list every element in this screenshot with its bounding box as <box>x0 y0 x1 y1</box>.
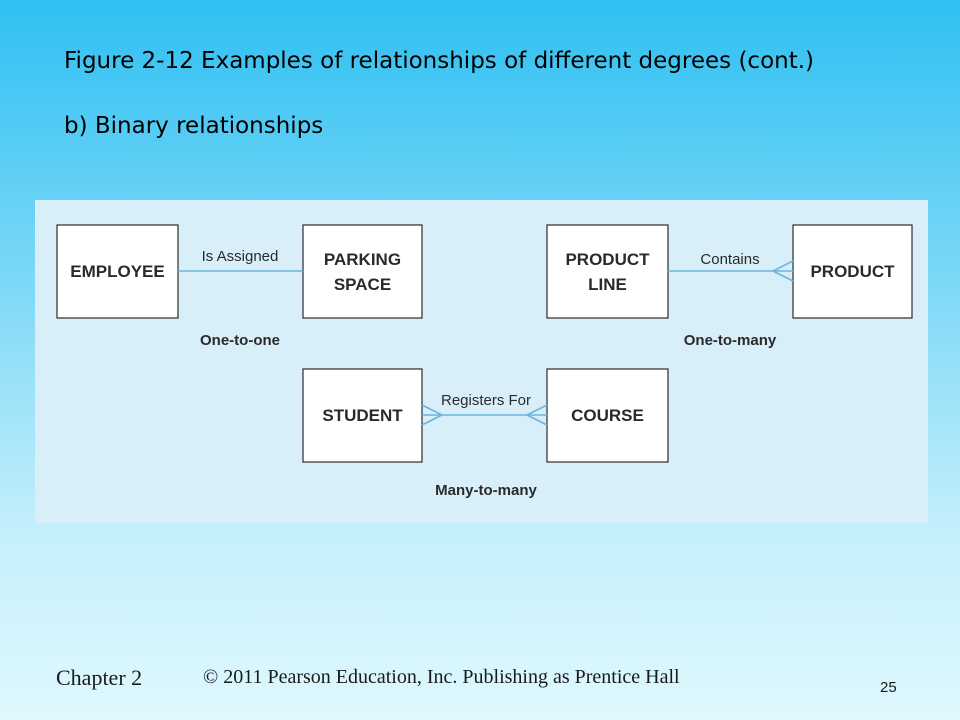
employee-entity: EMPLOYEE <box>56 224 179 319</box>
product-label: PRODUCT <box>810 262 895 281</box>
diagram-panel: EMPLOYEE PARKING SPACE Is Assigned One-t… <box>35 200 928 523</box>
page-number: 25 <box>880 679 897 696</box>
product-entity: PRODUCT <box>792 224 913 319</box>
one-to-one-label: One-to-one <box>200 332 280 349</box>
footer-copyright: © 2011 Pearson Education, Inc. Publishin… <box>203 666 680 688</box>
product-line-label-line2: LINE <box>588 275 627 294</box>
binary-relationships-diagram: EMPLOYEE PARKING SPACE Is Assigned One-t… <box>56 224 913 499</box>
course-label: COURSE <box>571 406 644 425</box>
slide-title: Figure 2-12 Examples of relationships of… <box>64 48 815 74</box>
footer-chapter: Chapter 2 <box>56 665 143 690</box>
parking-space-label-line2: SPACE <box>334 275 391 294</box>
student-entity: STUDENT <box>302 368 423 463</box>
one-to-many-label: One-to-many <box>684 332 777 349</box>
contains-crows-foot <box>772 260 794 282</box>
many-to-many-label: Many-to-many <box>435 482 537 499</box>
student-label: STUDENT <box>322 406 403 425</box>
employee-label: EMPLOYEE <box>70 262 164 281</box>
registers-for-label: Registers For <box>441 392 531 409</box>
product-line-entity: PRODUCT LINE <box>546 224 669 319</box>
registers-for-crows-foot-left <box>421 404 443 426</box>
is-assigned-label: Is Assigned <box>202 248 279 265</box>
registers-for-crows-foot-right <box>526 404 548 426</box>
parking-space-entity: PARKING SPACE <box>302 224 423 319</box>
product-line-label-line1: PRODUCT <box>565 250 650 269</box>
course-entity: COURSE <box>546 368 669 463</box>
parking-space-label-line1: PARKING <box>324 250 401 269</box>
contains-label: Contains <box>700 251 759 268</box>
slide-subtitle: b) Binary relationships <box>64 113 324 139</box>
